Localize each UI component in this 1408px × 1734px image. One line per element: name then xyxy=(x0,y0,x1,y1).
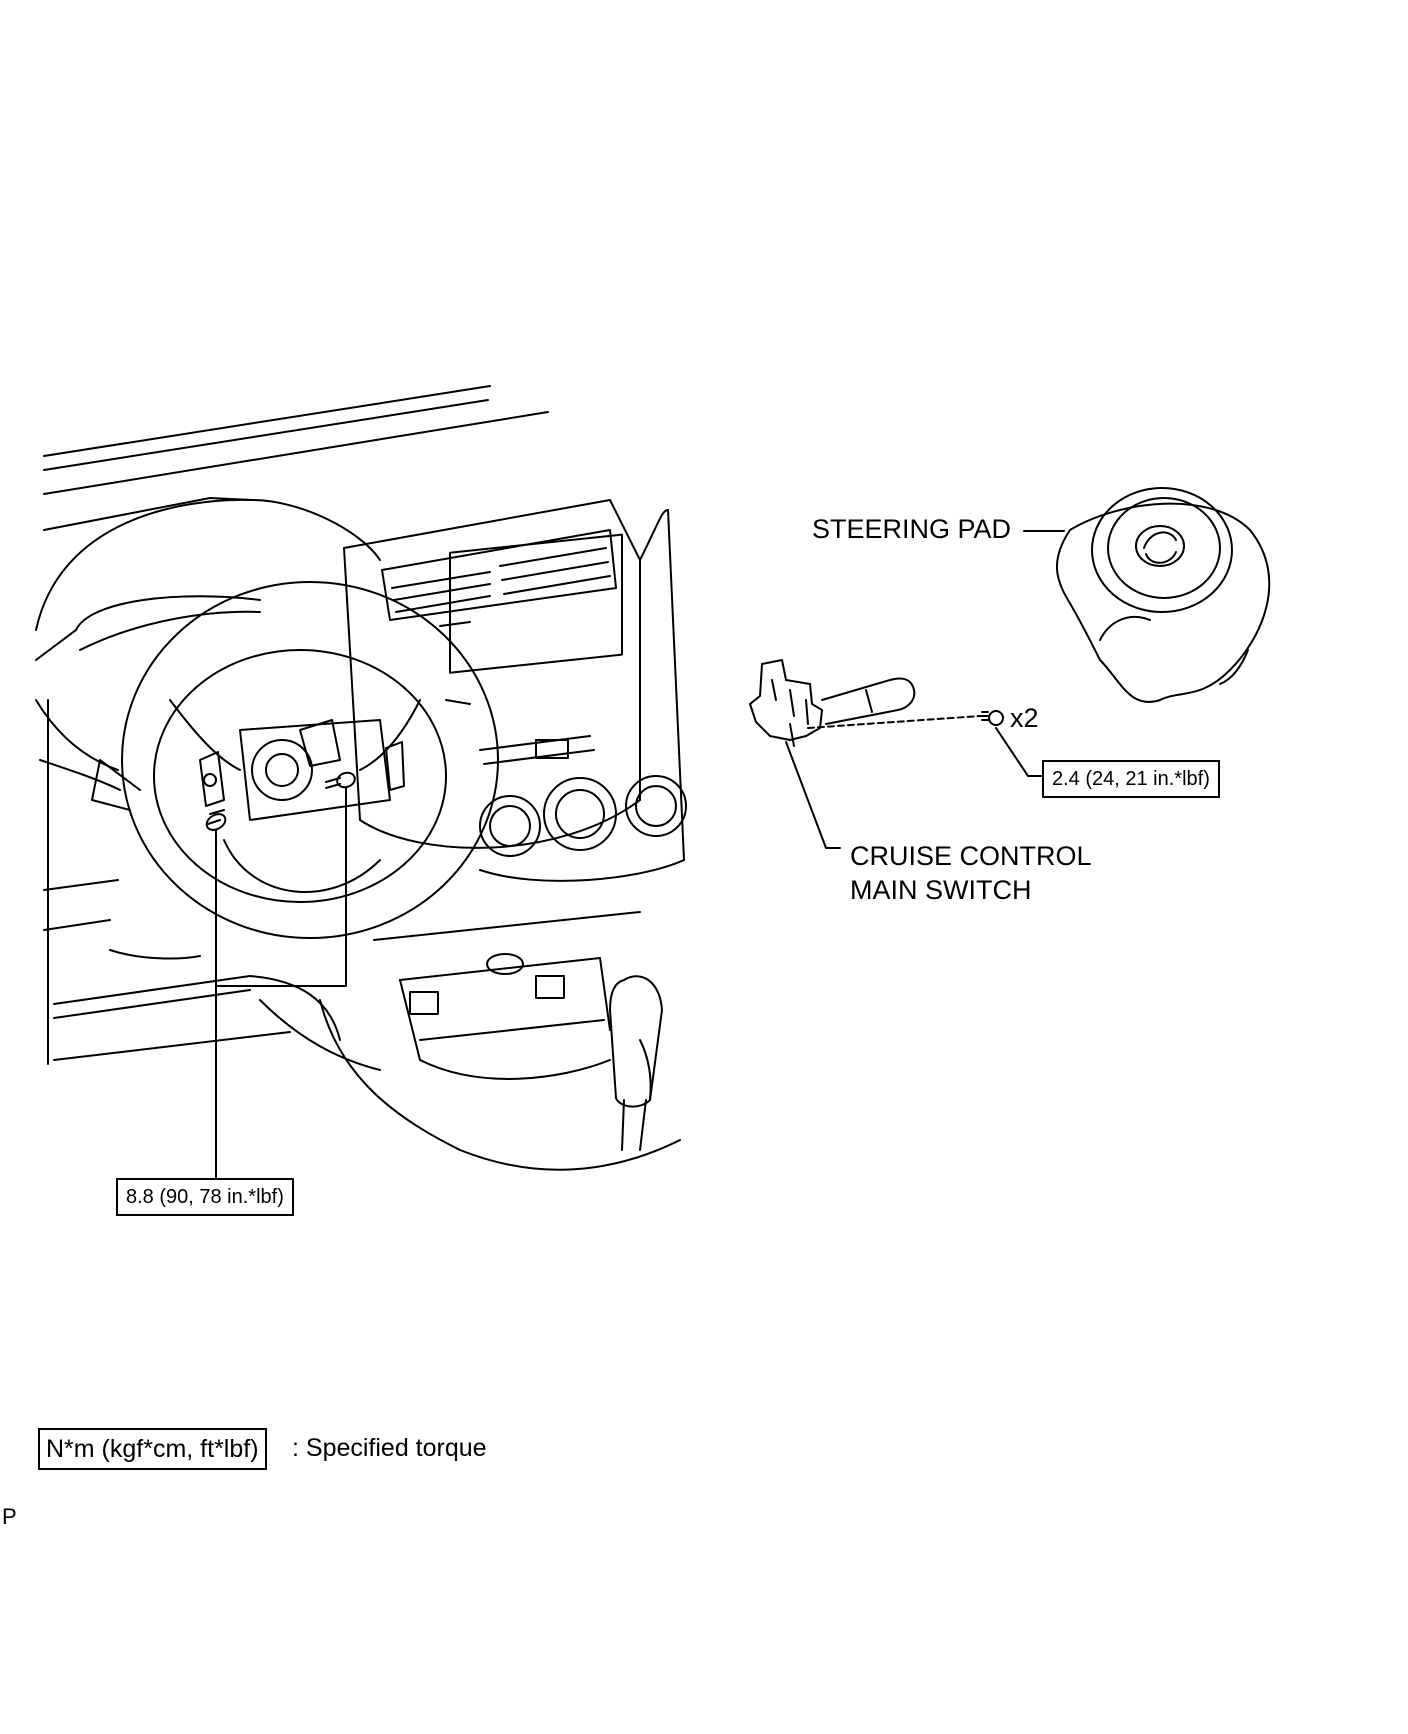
steering-screw-right xyxy=(325,771,356,789)
cruise-switch-leader xyxy=(785,741,841,849)
corner-code: P xyxy=(2,1504,17,1529)
torque-leader-large xyxy=(215,787,347,1179)
climate-knobs xyxy=(479,775,687,882)
display-screen xyxy=(449,533,623,674)
cruise-control-label-line1: CRUISE CONTROL xyxy=(850,841,1092,871)
dashboard-illustration xyxy=(35,385,687,1179)
steering-screw-left xyxy=(205,809,227,831)
torque-leader-small xyxy=(995,727,1045,777)
center-air-vent xyxy=(381,529,617,627)
cruise-control-switch-illustration xyxy=(749,659,916,747)
steering-pad-label: STEERING PAD xyxy=(812,514,1012,544)
switch-screw xyxy=(979,710,1004,726)
torque-legend-text: : Specified torque xyxy=(292,1434,487,1462)
screw-dashed-line xyxy=(807,715,981,729)
shift-lever xyxy=(609,975,663,1151)
center-console xyxy=(373,911,641,1080)
cruise-control-label-line2: MAIN SWITCH xyxy=(850,875,1032,905)
torque-spec-large: 8.8 (90, 78 in.*lbf) xyxy=(116,1178,294,1216)
steering-wheel xyxy=(91,581,499,939)
torque-unit-legend-box: N*m (kgf*cm, ft*lbf) xyxy=(38,1428,267,1470)
steering-pad-illustration xyxy=(1055,487,1271,703)
quantity-label: x2 xyxy=(1010,703,1039,733)
torque-spec-small: 2.4 (24, 21 in.*lbf) xyxy=(1042,760,1220,798)
